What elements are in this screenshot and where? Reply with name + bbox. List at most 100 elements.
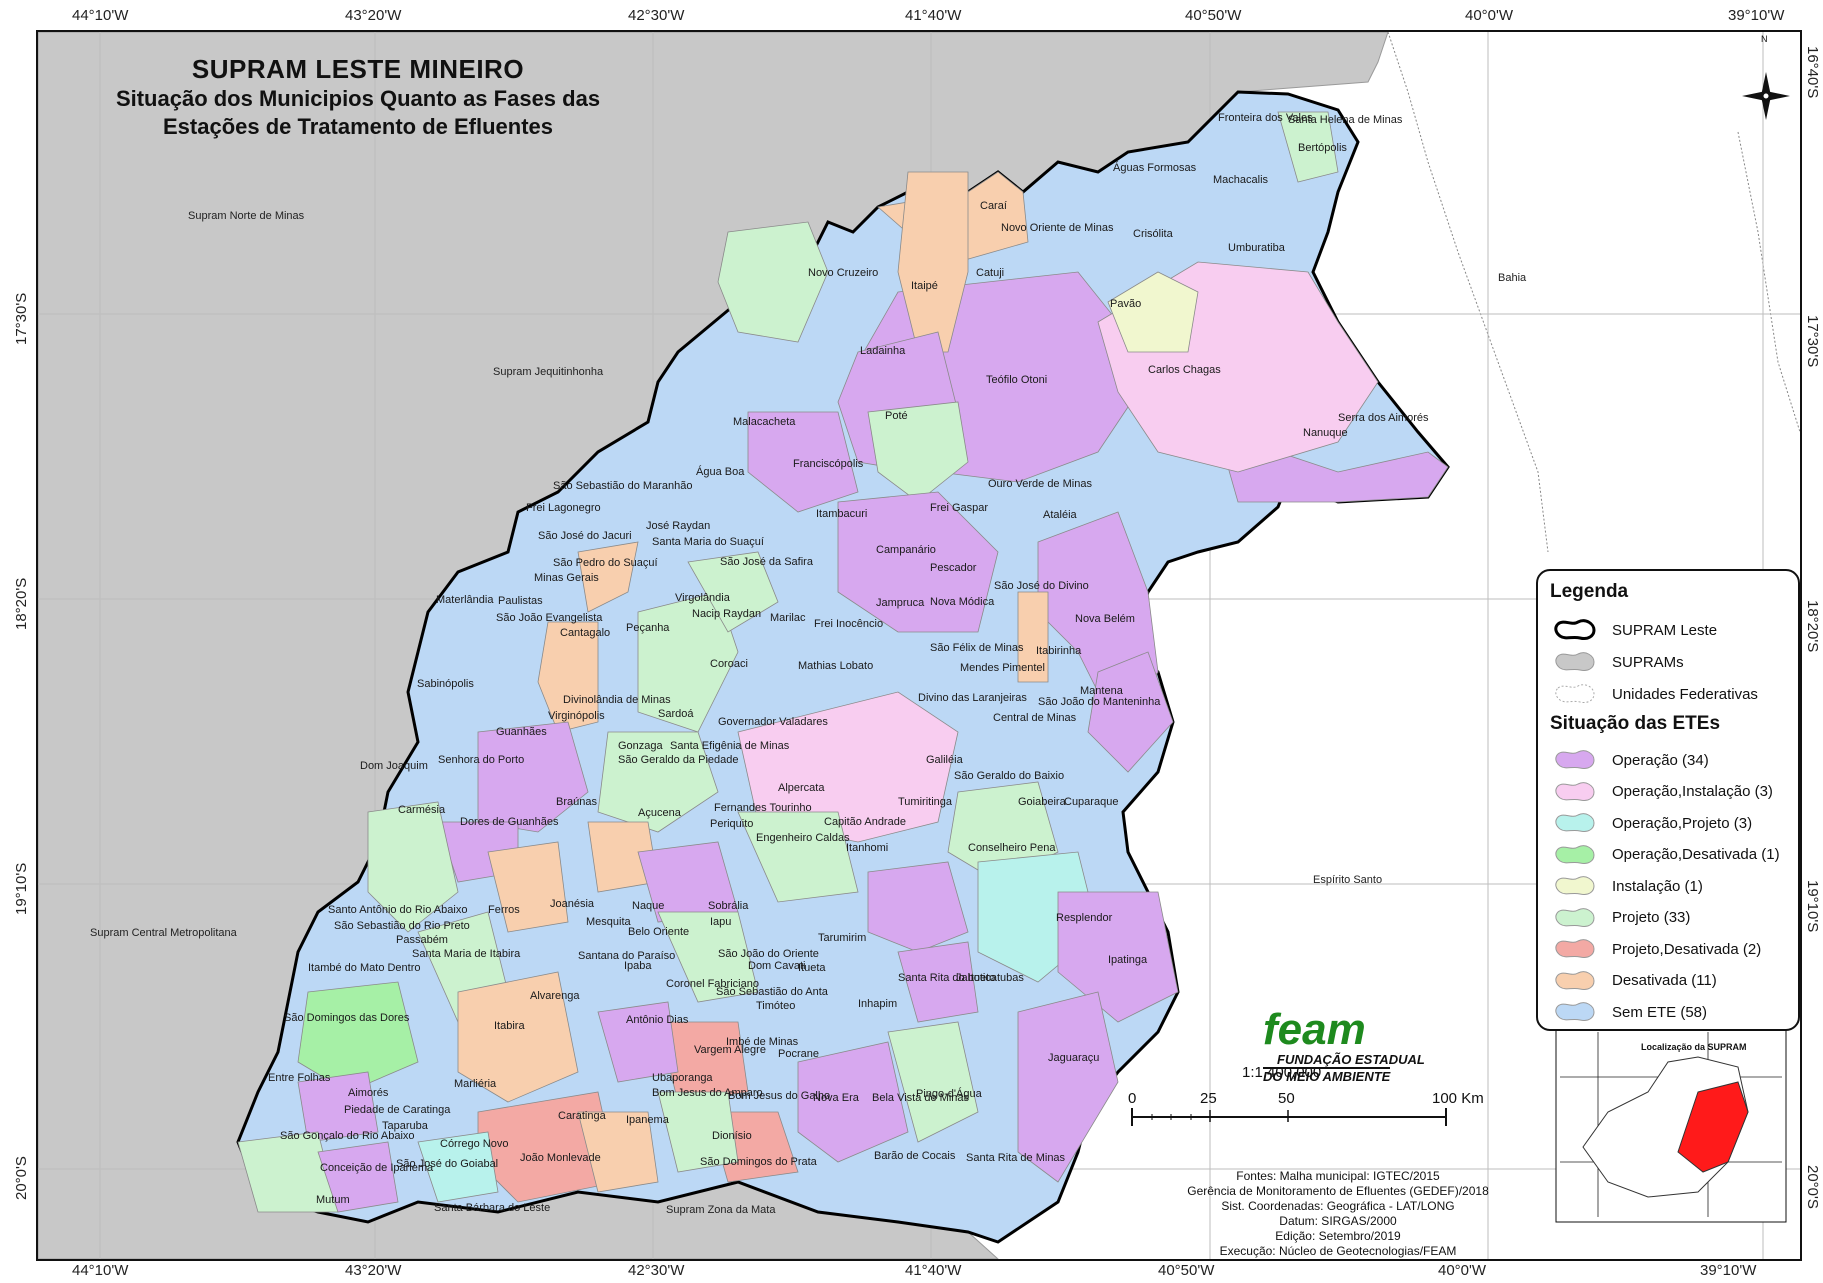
municipality-label: Ipanema <box>626 1114 669 1126</box>
municipality-label: Bom Jesus do Galho <box>728 1090 831 1102</box>
municipality-label: Cantagalo <box>560 627 611 639</box>
credit-line: Gerência de Monitoramento de Efluentes (… <box>1187 1184 1489 1198</box>
municipality-label: Frei Gaspar <box>930 502 989 514</box>
municipality-label: São Sebastião do Maranhão <box>553 480 693 492</box>
legend-label: SUPRAM Leste <box>1612 621 1718 639</box>
municipality-label: Resplendor <box>1056 912 1113 924</box>
coord-top-3: 42°30'W <box>628 7 685 24</box>
municipality-label: Marilac <box>770 612 806 624</box>
inset-map <box>1555 1026 1787 1223</box>
map-title-block: SUPRAM LESTE MINEIRO Situação dos Munici… <box>78 54 638 141</box>
municipality-label: Sobrália <box>708 900 749 912</box>
legend-label: Operação (34) <box>1612 751 1709 769</box>
uf-boundary-line <box>1387 32 1800 553</box>
suprams-fill-icon <box>1555 652 1595 671</box>
municipality-label: Vargem Alegre <box>694 1044 766 1056</box>
legend-swatch-icon <box>1555 1002 1595 1021</box>
coord-top-1: 44°10'W <box>72 7 129 24</box>
municipality-label: Santa Bárbara do Leste <box>434 1202 551 1214</box>
uf-outline-icon <box>1555 684 1595 703</box>
municipality-label: São Gonçalo do Rio Abaixo <box>280 1130 415 1142</box>
legend-swatch-icon <box>1555 970 1595 990</box>
credit-line: Execução: Núcleo de Geotecnologias/FEAM <box>1219 1244 1457 1258</box>
municipality-label: Jaguaraçu <box>1048 1052 1100 1064</box>
inset-title: Localização da SUPRAM <box>1641 1042 1747 1052</box>
municipality-label: Virgolândia <box>675 592 730 604</box>
municipality-label: Ipatinga <box>1108 954 1148 966</box>
municipality-label: Tumiritinga <box>898 796 952 808</box>
municipality-label: Tarumirim <box>818 932 867 944</box>
municipality-label: Córrego Novo <box>440 1138 509 1150</box>
coord-bottom-7: 39°10'W <box>1700 1262 1757 1279</box>
municipality-label: Antônio Dias <box>626 1014 689 1026</box>
municipality-label: Itabirinha <box>1036 645 1082 657</box>
legend-swatch-icon <box>1555 876 1595 895</box>
municipality-label: Pocrane <box>778 1048 819 1060</box>
coord-right-5: 20°0'S <box>1804 1165 1821 1209</box>
feam-logo: feam <box>1263 1005 1366 1054</box>
municipality-label: Itabira <box>494 1020 525 1032</box>
coord-left-2: 18°20'S <box>13 577 30 630</box>
municipality-label: Mutum <box>316 1194 350 1206</box>
coord-right-4: 19°10'S <box>1804 880 1821 933</box>
municipality-label: São Geraldo da Piedade <box>618 754 739 766</box>
scale-tick-100: 100 Km <box>1432 1090 1484 1107</box>
municipality-label: Malacacheta <box>733 416 796 428</box>
legend-label: Operação,Instalação (3) <box>1612 783 1773 800</box>
municipality-label: Conselheiro Pena <box>968 842 1056 854</box>
municipality-label: Alpercata <box>778 782 825 794</box>
municipality-label: Coronel Fabriciano <box>666 978 759 990</box>
legend-label: Desativada (11) <box>1612 972 1717 989</box>
legend-supram-leste: SUPRAM Leste <box>1554 617 1717 643</box>
municipality-label: Pavão <box>1110 298 1142 310</box>
map-title: SUPRAM LESTE MINEIRO <box>191 54 525 84</box>
municipality-label: São José do Divino <box>994 580 1089 592</box>
municipality-label: Nacip Raydan <box>692 608 762 620</box>
map-subtitle-line2: Estações de Tratamento de Efluentes <box>162 114 554 139</box>
municipality-label: Santa Efigênia de Minas <box>670 740 790 752</box>
coord-bottom-5: 40°50'W <box>1158 1262 1215 1279</box>
municipality-label: Santa Rita do Itueto <box>898 972 996 984</box>
municipality-label: Governador Valadares <box>718 716 828 728</box>
municipality-label: Inhapim <box>858 998 898 1010</box>
municipality-label: Conceição de Ipanema <box>320 1162 434 1174</box>
legend-label: Projeto,Desativada (2) <box>1612 940 1762 958</box>
municipality-label: Bertópolis <box>1298 142 1347 154</box>
scale-tick-50: 50 <box>1278 1090 1295 1107</box>
municipality-label: Pingo-d'Água <box>916 1088 982 1100</box>
municipality-label: Iapu <box>710 916 732 928</box>
coord-bottom-3: 42°30'W <box>628 1262 685 1279</box>
municipality-label: Ubaporanga <box>652 1072 713 1084</box>
municipality-label: Catuji <box>976 267 1005 279</box>
legend-item: Desativada (11) <box>1554 968 1717 994</box>
legend-label: Unidades Federativas <box>1612 685 1758 703</box>
municipality-label: Machacalis <box>1213 174 1269 186</box>
municipality-label: Dores de Guanhães <box>460 816 559 828</box>
municipality-label: Poté <box>885 410 908 422</box>
municipality-label: Nova Módica <box>930 596 995 608</box>
municipality-label: Açucena <box>638 807 681 819</box>
municipality-label: Nova Era <box>813 1092 859 1104</box>
feam-name-line2: DO MEIO AMBIENTE <box>1263 1067 1391 1084</box>
municipality-label: Goiabeira <box>1018 796 1066 808</box>
legend-label: Operação,Projeto (3) <box>1612 814 1753 832</box>
municipality-label: Itaipé <box>911 280 938 292</box>
municipality-label: Alvarenga <box>530 990 580 1002</box>
municipality-label: Caratinga <box>558 1110 606 1122</box>
scale-tick-25: 25 <box>1200 1090 1217 1107</box>
map-subtitle-line1: Situação dos Municipios Quanto as Fases … <box>115 86 601 111</box>
feam-name-line1: FUNDAÇÃO ESTADUAL <box>1277 1052 1425 1067</box>
municipality-label: Engenheiro Caldas <box>756 832 850 844</box>
municipality-label: Campanário <box>876 544 936 556</box>
municipality-label: Periquito <box>710 818 754 830</box>
municipality-label: Ladainha <box>860 345 906 357</box>
scale-tick-0: 0 <box>1128 1090 1137 1107</box>
legend-label: SUPRAMs <box>1612 653 1684 671</box>
municipality-label: São Sebastião do Anta <box>716 986 828 998</box>
municipality-label: José Raydan <box>646 520 711 532</box>
municipality-label: Itanhomi <box>846 842 889 854</box>
municipality-polygons <box>237 111 1449 1213</box>
municipality-label: Divino das Laranjeiras <box>918 692 1027 704</box>
coord-right-1: 16°40'S <box>1804 46 1821 99</box>
municipality-label: Santa Helena de Minas <box>1288 114 1403 126</box>
